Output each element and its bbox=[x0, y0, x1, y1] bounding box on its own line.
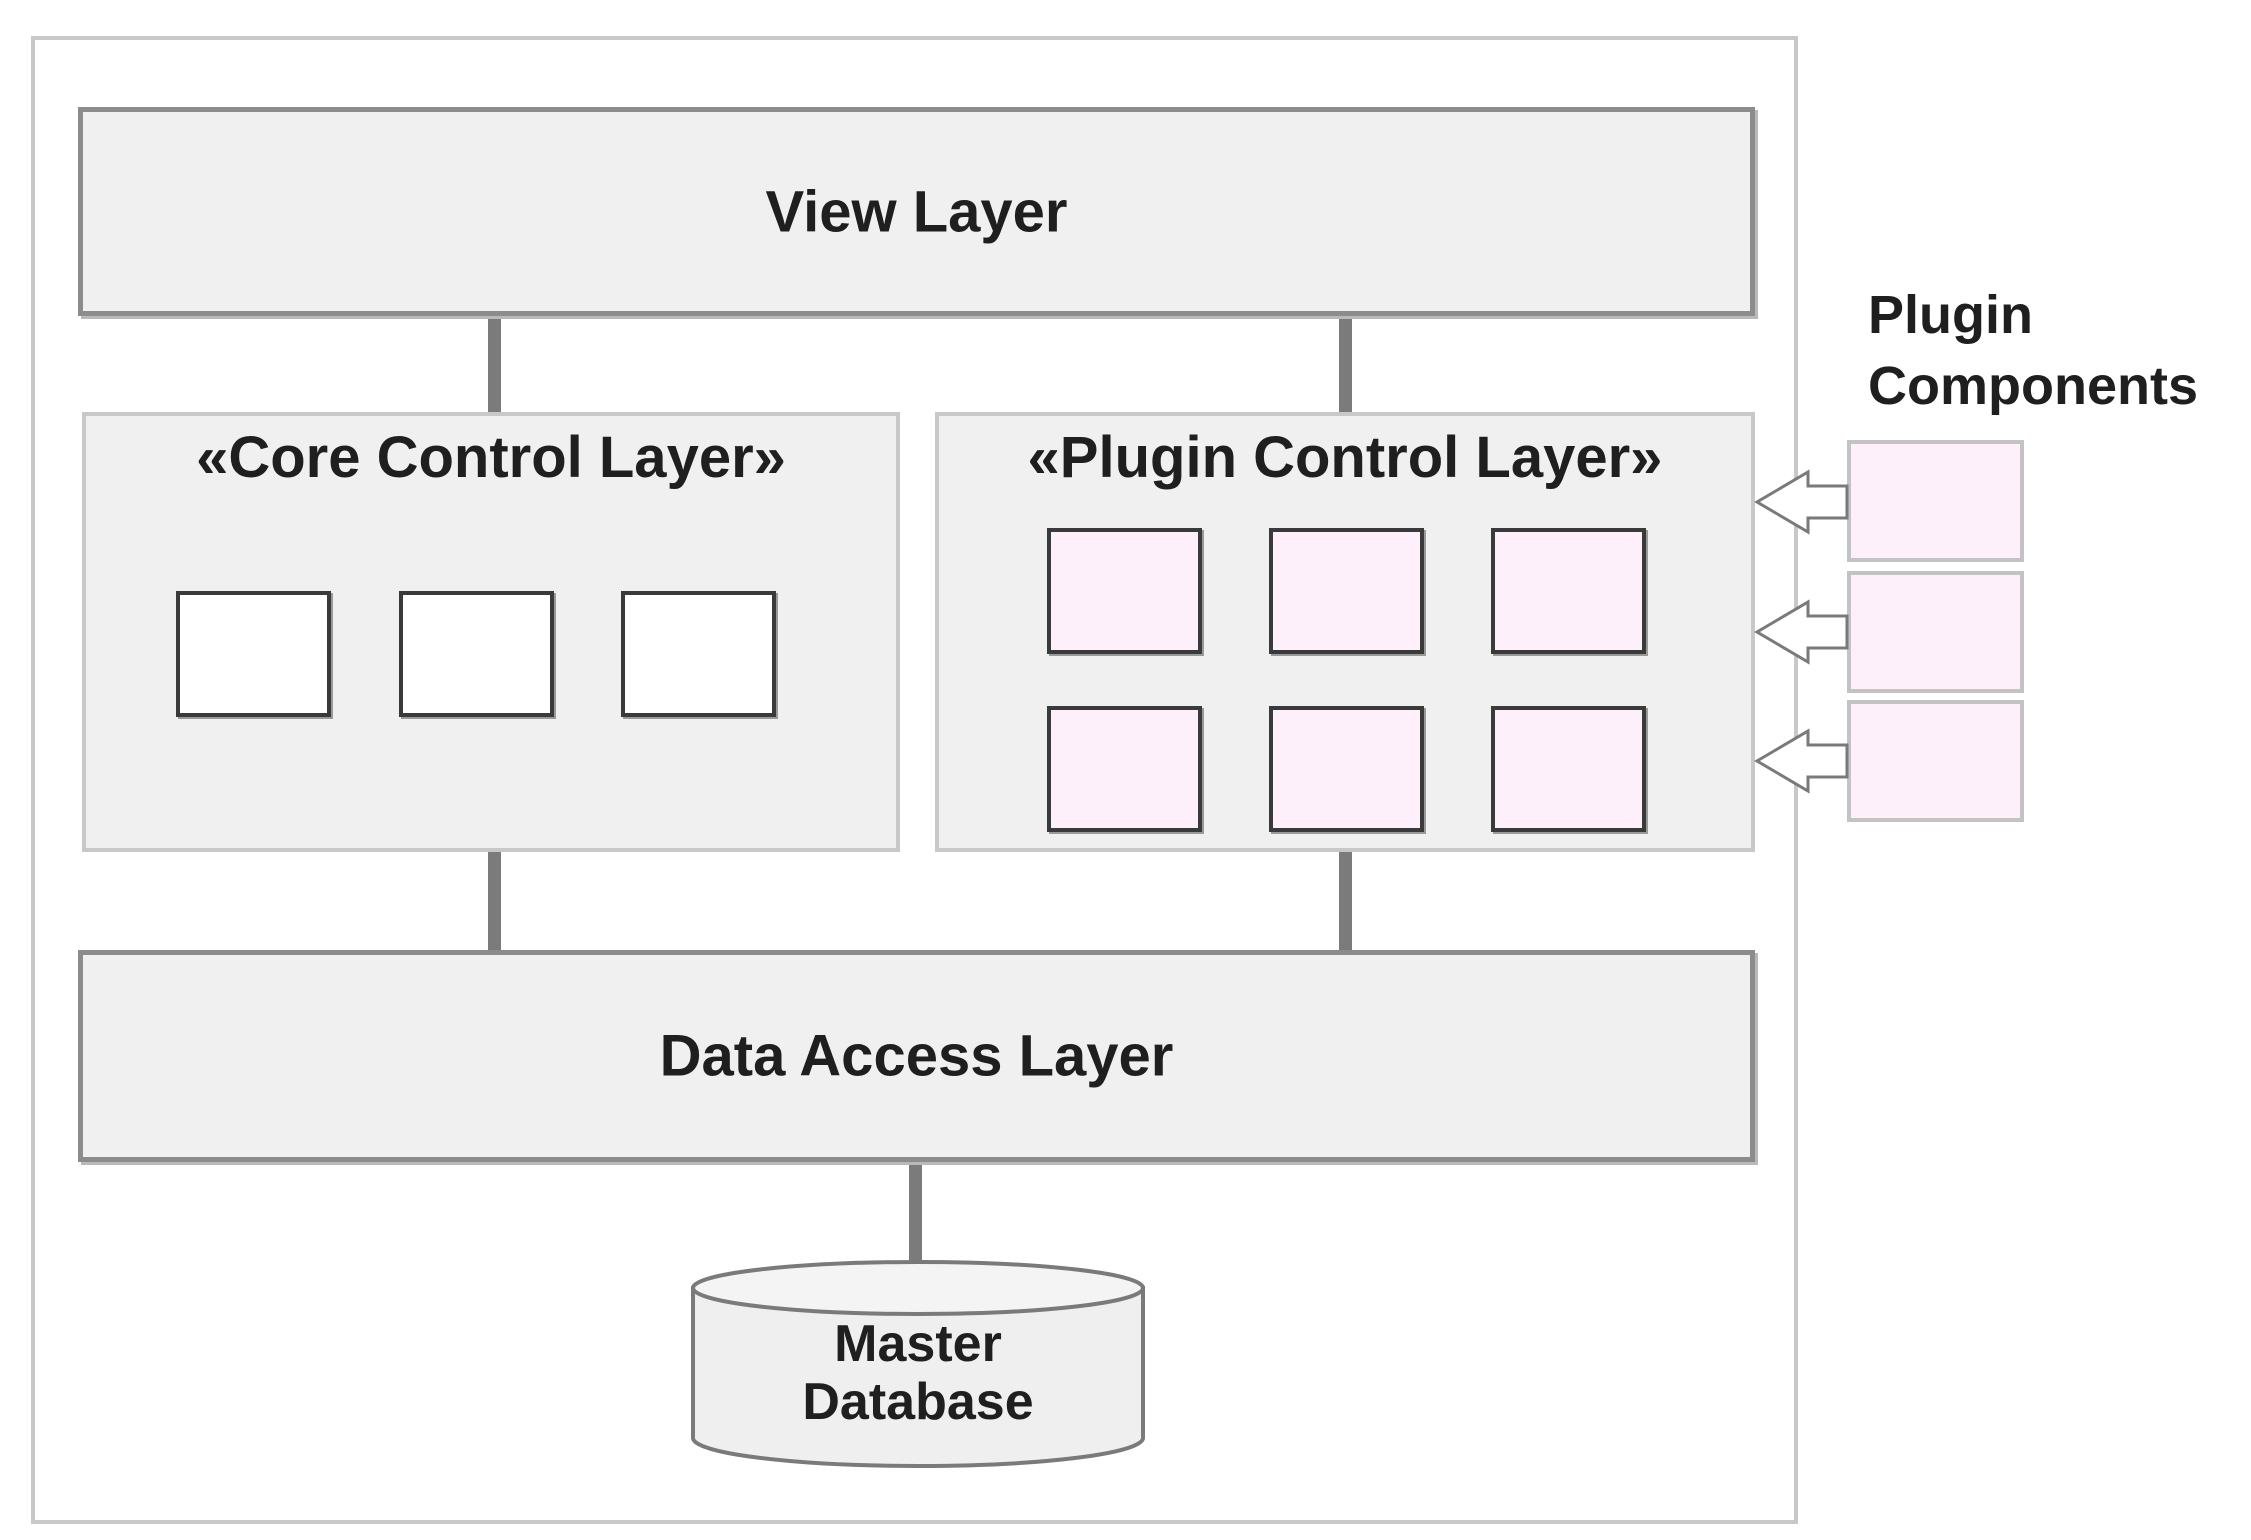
plugin-components-title-line1: Plugin bbox=[1868, 285, 2033, 345]
external-plugin-component bbox=[1847, 571, 2024, 693]
database-label-line2: Database bbox=[802, 1373, 1034, 1431]
connector-view-plugin bbox=[1339, 316, 1352, 412]
connector-plugin-data bbox=[1339, 852, 1352, 950]
core-component bbox=[621, 591, 776, 717]
connector-view-core bbox=[488, 316, 501, 412]
plugin-arrow-icon bbox=[1754, 599, 1849, 665]
plugin-components-title-line2: Components bbox=[1868, 356, 2198, 416]
data-access-layer-label: Data Access Layer bbox=[659, 1023, 1174, 1089]
database-label-line1: Master bbox=[834, 1315, 1002, 1373]
core-component bbox=[176, 591, 331, 717]
connector-data-database bbox=[909, 1162, 922, 1266]
core-control-layer-label: «Core Control Layer» bbox=[196, 425, 786, 490]
plugin-component bbox=[1269, 706, 1424, 832]
plugin-control-layer-label: «Plugin Control Layer» bbox=[1027, 425, 1663, 490]
database-icon bbox=[691, 1260, 1145, 1468]
plugin-component bbox=[1491, 528, 1646, 654]
plugin-component bbox=[1047, 706, 1202, 832]
data-access-layer: Data Access Layer bbox=[78, 950, 1755, 1162]
external-plugin-component bbox=[1847, 700, 2024, 822]
plugin-arrow-icon bbox=[1754, 728, 1849, 794]
view-layer-label: View Layer bbox=[765, 179, 1068, 244]
plugin-component bbox=[1047, 528, 1202, 654]
plugin-components-title: Plugin Components bbox=[1868, 280, 2198, 422]
external-plugin-component bbox=[1847, 440, 2024, 562]
plugin-component bbox=[1269, 528, 1424, 654]
connector-core-data bbox=[488, 852, 501, 950]
view-layer: View Layer bbox=[78, 107, 1755, 316]
database-label: Master Database bbox=[693, 1315, 1143, 1431]
core-component bbox=[399, 591, 554, 717]
plugin-arrow-icon bbox=[1754, 469, 1849, 535]
plugin-component bbox=[1491, 706, 1646, 832]
